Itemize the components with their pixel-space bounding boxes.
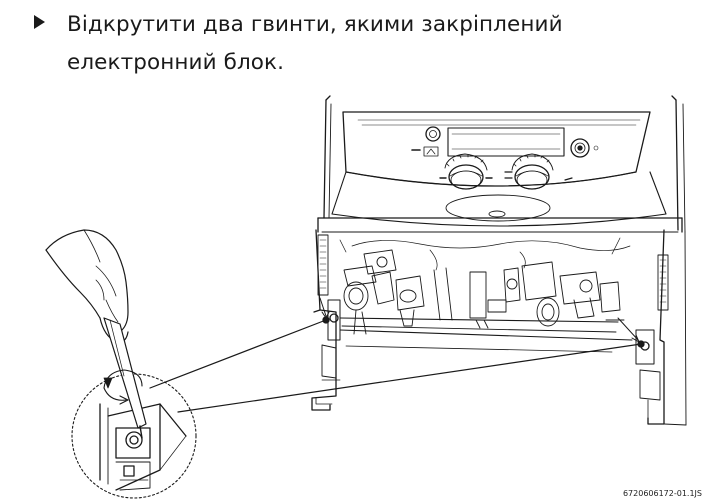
left-bracket — [311, 229, 341, 411]
instruction-text: Відкрутити два гвинти, якими закріплений… — [67, 6, 694, 82]
screwdriver-icon — [103, 317, 147, 439]
internal-components — [339, 237, 631, 335]
boiler-unit — [311, 95, 687, 426]
hand-icon — [45, 229, 129, 343]
right-bracket — [635, 229, 669, 425]
instruction-step: Відкрутити два гвинти, якими закріплений… — [34, 6, 694, 82]
figure-code: 6720606172-01.1JS — [622, 489, 702, 498]
callout-lines — [149, 319, 642, 413]
rotation-arrow-icon — [103, 369, 143, 405]
hot-water-knob — [504, 153, 573, 190]
instruction-line-2: електронний блок. — [67, 50, 285, 75]
bullet-arrow-icon — [34, 15, 45, 29]
instruction-line-1: Відкрутити два гвинти, якими закріплений — [67, 12, 563, 37]
heating-knob — [439, 153, 493, 190]
